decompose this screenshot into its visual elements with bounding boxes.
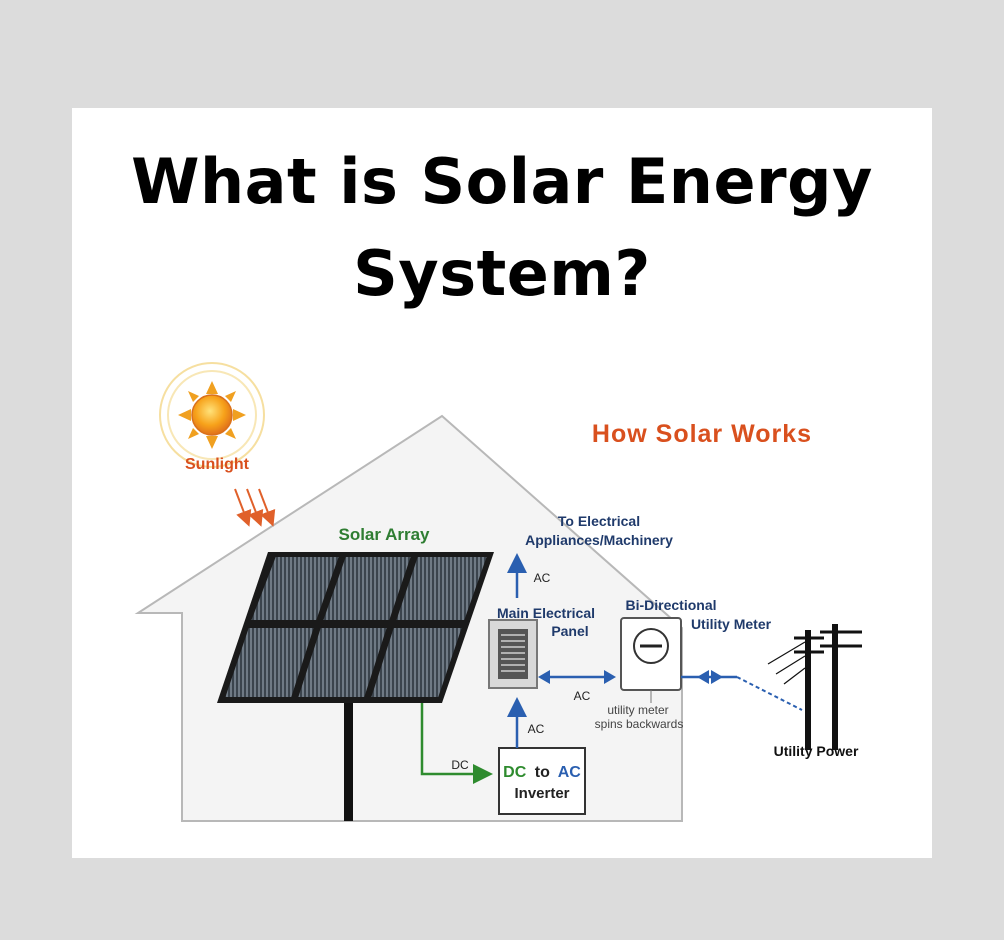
ac-label-appliances: AC [534, 571, 551, 585]
inverter-box: DC to AC Inverter [498, 747, 586, 815]
sunlight-label: Sunlight [185, 456, 250, 473]
ac-wire-panel-meter [538, 670, 616, 684]
svg-text:DC to AC: DC to AC [503, 764, 581, 781]
appliances-label-line1: To Electrical [558, 513, 640, 529]
inverter-label: Inverter [514, 785, 569, 802]
solar-array-label: Solar Array [338, 525, 430, 544]
utility-pole-icon [767, 624, 862, 750]
ac-wire-meter-utility [681, 670, 803, 711]
appliances-label-line2: Appliances/Machinery [525, 532, 673, 548]
inverter-dc: DC [503, 764, 527, 781]
title-line-2: System? [353, 237, 651, 310]
title-line-1: What is Solar Energy [131, 145, 873, 218]
panel-label-line1: Main Electrical [497, 605, 595, 621]
inverter-ac: AC [558, 764, 582, 781]
sun-icon [159, 362, 265, 468]
solar-system-diagram: Sunlight How Solar Works Solar Array DC [134, 362, 862, 822]
meter-label-line1: Bi-Directional [625, 597, 716, 613]
inverter-to: to [535, 764, 550, 781]
meter-note-line2: spins backwards [595, 717, 684, 731]
page-title: What is Solar Energy System? [72, 136, 932, 320]
dc-wire-label: DC [451, 758, 469, 772]
sunlight-rays [234, 488, 276, 527]
ac-label-inverter: AC [528, 722, 545, 736]
dc-wire [420, 703, 493, 784]
solar-panel-array [217, 552, 494, 821]
utility-meter-icon [620, 617, 682, 703]
utility-power-label: Utility Power [774, 743, 859, 759]
ac-label-meter: AC [574, 689, 591, 703]
diagram-heading: How Solar Works [592, 420, 812, 448]
meter-note-line1: utility meter [607, 703, 668, 717]
main-electrical-panel [488, 619, 538, 689]
meter-label-line2: Utility Meter [691, 616, 772, 632]
diagram-card: What is Solar Energy System? [72, 108, 932, 858]
panel-label-line2: Panel [551, 623, 588, 639]
